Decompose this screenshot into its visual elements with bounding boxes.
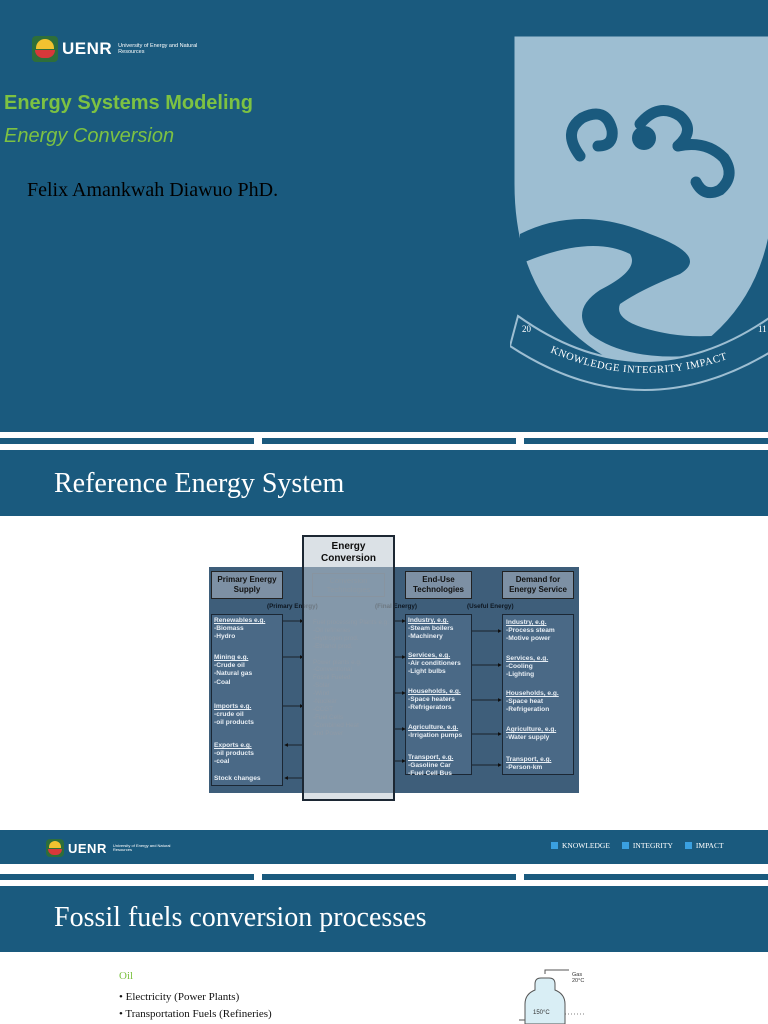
primary-supply-box xyxy=(211,614,283,786)
logo-wordmark: UENR xyxy=(62,39,113,58)
section-label-oil: Oil xyxy=(119,970,134,982)
bullet-item: • Transportation Fuels (Refineries) xyxy=(119,1008,272,1020)
square-bullet-icon xyxy=(621,842,629,849)
conversion-technologies-list: Fuel processing Plants e.g. -Oil refiner… xyxy=(313,619,389,737)
label-primary-energy: (Primary Energy) xyxy=(267,603,318,610)
demand-item: Transport, e.g.-Person-km xyxy=(506,756,552,772)
footer-tag: IMPACT xyxy=(684,841,724,850)
slide-footer-bar: UENR University of Energy and Natural Re… xyxy=(0,830,768,864)
lecture-subtitle: Energy Conversion xyxy=(4,125,175,147)
primary-item: Mining e.g.-Crude oil -Natural gas -Coal xyxy=(214,654,253,686)
footer-tag: KNOWLEDGE xyxy=(551,841,610,850)
end-use-item: Transport, e.g.-Gasoline Car -Fuel Cell … xyxy=(408,754,454,778)
end-use-item: Industry, e.g.-Steam boilers -Machinery xyxy=(408,617,454,641)
crest-year-right: 11 xyxy=(758,324,767,334)
energy-conversion-highlight: Energy Conversion Conversion Technologie… xyxy=(302,535,395,801)
label-useful-energy: (Useful Energy) xyxy=(467,603,514,610)
bullet-item: • Electricity (Power Plants) xyxy=(119,991,240,1003)
header-primary-energy-supply: Primary Energy Supply xyxy=(211,571,283,599)
label-final-energy: (Final Energy) xyxy=(375,603,417,610)
slide3-title: Fossil fuels conversion processes xyxy=(54,902,427,933)
header-end-use-technologies: End-Use Technologies xyxy=(405,571,472,599)
header-demand-energy-service: Demand for Energy Service xyxy=(502,571,574,599)
gas-label-line2: 20°C xyxy=(572,978,584,984)
slide2-title: Reference Energy System xyxy=(54,468,345,499)
primary-item: Imports e.g.-crude oil -oil products xyxy=(214,703,254,727)
square-bullet-icon xyxy=(684,842,692,849)
demand-box xyxy=(502,614,574,775)
end-use-item: Services, e.g.-Air conditioners -Light b… xyxy=(408,652,461,676)
temperature-label: 150°C xyxy=(533,1010,550,1016)
slide2-title-band: Reference Energy System xyxy=(0,450,768,516)
uenr-emblem-icon xyxy=(46,839,64,857)
header-conversion-technologies: Conversion Technologies xyxy=(312,573,385,597)
title-slide: UENR University of Energy and Natural Re… xyxy=(0,0,768,432)
gas-label-line1: Gas xyxy=(572,972,582,978)
uenr-logo: UENR University of Energy and Natural Re… xyxy=(32,36,198,62)
author-name: Felix Amankwah Diawuo PhD. xyxy=(27,179,279,201)
footer-logo-wordmark: UENR xyxy=(68,840,107,856)
uenr-emblem-icon xyxy=(32,36,58,62)
slide3-title-band: Fossil fuels conversion processes xyxy=(0,886,768,952)
primary-item: Exports e.g.-oil products -coal xyxy=(214,742,254,766)
reference-energy-system-diagram: Primary Energy Supply End-Use Technologi… xyxy=(209,535,579,801)
footer-tag: INTEGRITY xyxy=(621,841,673,850)
demand-item: Households, e.g.-Space heat -Refrigerati… xyxy=(506,690,559,714)
demand-item: Industry, e.g.-Process steam -Motive pow… xyxy=(506,619,555,643)
primary-item: Renewables e.g.-Biomass -Hydro xyxy=(214,617,266,641)
square-bullet-icon xyxy=(551,842,558,849)
end-use-item: Agriculture, e.g.-Irrigation pumps xyxy=(408,724,463,740)
distillation-tower-figure: Gas 20°C 150°C xyxy=(519,969,585,1024)
crest-year-left: 20 xyxy=(522,324,532,334)
demand-item: Agriculture, e.g.-Water supply xyxy=(506,726,557,742)
course-title: Energy Systems Modeling xyxy=(4,92,253,114)
end-use-item: Households, e.g.-Space heaters -Refriger… xyxy=(408,688,461,712)
slide-divider xyxy=(0,874,768,880)
slide-divider xyxy=(0,438,768,444)
logo-subtitle: University of Energy and Natural Resourc… xyxy=(118,43,198,55)
footer-uenr-logo: UENR University of Energy and Natural Re… xyxy=(46,839,173,857)
demand-item: Services, e.g.-Cooling -Lighting xyxy=(506,655,549,679)
flow-arrows xyxy=(283,619,502,780)
conversion-title: Energy Conversion xyxy=(320,541,376,564)
primary-item: Stock changes xyxy=(214,775,261,782)
footer-values: KNOWLEDGE INTEGRITY IMPACT xyxy=(551,841,736,850)
end-use-box xyxy=(405,614,472,775)
university-crest-icon: 20 11 KNOWLEDGE INTEGRITY IMPACT xyxy=(510,36,768,391)
footer-logo-subtitle: University of Energy and Natural Resourc… xyxy=(112,842,171,852)
